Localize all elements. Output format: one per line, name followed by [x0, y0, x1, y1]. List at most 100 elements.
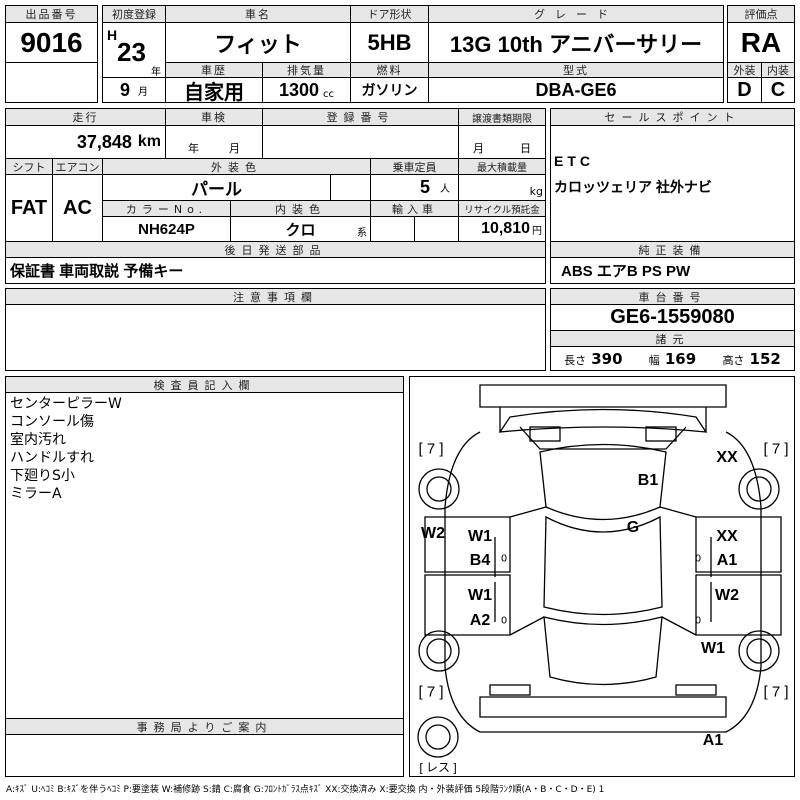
inspector-line: ハンドルすれ — [10, 450, 94, 466]
inspection-year-unit: 年 — [188, 142, 199, 155]
ext-score: D — [727, 77, 762, 103]
damage-mark: [ 7 ] — [418, 683, 444, 701]
equipment: ABS エアB PS PW — [550, 257, 795, 284]
shift: FAT — [5, 174, 53, 242]
int-color-unit: 系 — [357, 228, 367, 239]
office-box — [5, 734, 404, 777]
mileage-label: 走行 — [5, 108, 166, 126]
specs-label: 諸元 — [550, 330, 795, 347]
inspector-line: 下廻りS小 — [10, 468, 75, 484]
damage-mark: [ 7 ] — [418, 440, 444, 458]
width-label: 幅 — [648, 354, 660, 367]
later-parts-label: 後日発送部品 — [5, 241, 546, 258]
lot-number: 9016 — [5, 22, 98, 63]
displacement-cell: 1300 cc — [262, 77, 351, 103]
max-load-label: 最大積載量 — [458, 158, 546, 175]
first-reg-month-cell: 9 月 — [102, 77, 166, 103]
car-outline-icon — [417, 384, 782, 758]
int-color: クロ — [285, 221, 316, 239]
length: 390 — [591, 350, 623, 368]
displacement-label: 排気量 — [262, 62, 351, 78]
model-label: 型式 — [428, 62, 724, 78]
year-unit: 年 — [151, 67, 161, 78]
height-label: 高さ — [722, 354, 745, 367]
yen-unit: 円 — [532, 225, 542, 237]
inspector-line: センターピラーW — [10, 396, 122, 412]
door-type: 5HB — [350, 22, 429, 63]
transfer-label: 譲渡書類期限 — [458, 108, 546, 126]
recycle-label: リサイクル預託金 — [458, 200, 546, 217]
first-reg-year-cell: H 23 年 — [102, 22, 166, 78]
sales-point-line: ETC — [554, 153, 594, 169]
history: 自家用 — [165, 77, 263, 103]
sales-point-line: カロッツェリア 社外ナビ — [554, 179, 712, 195]
damage-mark: B1 — [637, 472, 659, 489]
mileage-cell: 37,848 km — [5, 125, 166, 159]
ext-color: パール — [102, 174, 331, 201]
transfer-cell: 月日 — [458, 125, 546, 159]
inspector-label: 検査員記入欄 — [5, 376, 404, 393]
inspector-line: 室内汚れ — [10, 432, 66, 448]
equipment-label: 純正装備 — [550, 241, 795, 258]
score-label: 評価点 — [727, 5, 795, 23]
int-color-label: 内装色 — [230, 200, 371, 217]
lot-label: 出品番号 — [5, 5, 98, 23]
inspection-cell: 年月 — [165, 125, 263, 159]
damage-mark: W1 — [701, 640, 725, 657]
inspection-label: 車検 — [165, 108, 263, 126]
door-handle-mark: 0 — [694, 553, 702, 565]
first-reg-label: 初度登録 — [102, 5, 166, 23]
reg-month: 9 — [119, 79, 130, 100]
mileage: 37,848 — [76, 131, 132, 152]
overall-score: RA — [727, 22, 795, 63]
inspector-notes: センターピラーW コンソール傷 室内汚れ ハンドルすれ 下廻りS小 ミラーA — [5, 392, 404, 719]
fuel: ガソリン — [350, 77, 429, 103]
kg-unit: kg — [529, 185, 543, 198]
specs-row: 長さ 390 幅 169 高さ 152 — [550, 346, 795, 371]
length-label: 長さ — [564, 354, 587, 367]
transfer-day-unit: 日 — [520, 142, 531, 155]
inspector-line: コンソール傷 — [10, 414, 94, 430]
import-cell-1 — [370, 216, 415, 242]
door-handle-mark: 0 — [500, 615, 508, 627]
width: 169 — [664, 350, 697, 368]
damage-mark: [ 7 ] — [763, 440, 789, 458]
sales-point-box: ETC カロッツェリア 社外ナビ — [550, 125, 795, 242]
max-load-cell: kg — [458, 174, 546, 201]
notes-box — [5, 304, 546, 371]
ext-color-label: 外装色 — [102, 158, 371, 175]
history-label: 車歴 — [165, 62, 263, 78]
car-diagram: [ 7 ] [ 7 ] XX B1 G W2 W1 XX B4 0 0 A1 W… — [409, 376, 795, 777]
fuel-label: 燃料 — [350, 62, 429, 78]
door-handle-mark: 0 — [500, 553, 508, 565]
color-no: NH624P — [102, 216, 231, 242]
capacity-unit: 人 — [440, 184, 450, 195]
import-label: 輸入車 — [370, 200, 459, 217]
damage-mark: A1 — [702, 732, 724, 749]
shift-label: シフト — [5, 158, 53, 175]
reg-year: 23 — [117, 37, 146, 67]
reg-no — [262, 125, 459, 159]
damage-mark: G — [626, 519, 640, 536]
era: H — [107, 27, 118, 43]
int-score: C — [761, 77, 795, 103]
damage-mark: B4 — [469, 552, 491, 569]
damage-mark: A1 — [716, 552, 738, 569]
recycle-fee: 10,810 — [481, 220, 530, 237]
displacement: 1300 — [278, 79, 320, 100]
ext-score-label: 外装 — [727, 62, 762, 78]
later-parts: 保証書 車両取説 予備キー — [5, 257, 546, 284]
reg-no-label: 登録番号 — [262, 108, 459, 126]
damage-mark: W1 — [468, 587, 492, 604]
damage-mark: A2 — [469, 612, 491, 629]
office-label: 事務局よりご案内 — [5, 718, 404, 735]
int-score-label: 内装 — [761, 62, 795, 78]
damage-mark: W2 — [421, 525, 445, 542]
lot-blank — [5, 62, 98, 103]
car-name: フィット — [165, 22, 351, 63]
sales-point-label: セールスポイント — [550, 108, 795, 126]
legend: A:ｷｽﾞ U:ﾍｺﾐ B:ｷｽﾞを伴うﾍｺﾐ P:要塗装 W:補修跡 S:錆 … — [6, 785, 605, 795]
capacity: 5 — [419, 177, 430, 197]
model-code: DBA-GE6 — [428, 77, 724, 103]
